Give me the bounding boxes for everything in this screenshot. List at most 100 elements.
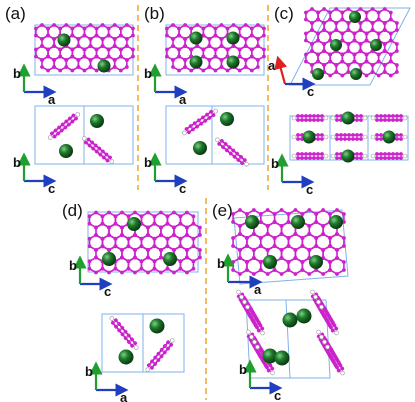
carbon-atom [346,7,351,11]
carbon-atom [258,212,263,216]
carbon-atom [104,152,109,157]
carbon-atom [94,54,99,59]
carbon-atom [100,37,105,41]
carbon-atom [76,58,81,62]
carbon-atom [286,268,291,272]
carbon-atom [191,221,196,226]
carbon-atom [304,31,308,36]
carbon-atom [359,152,363,156]
hydrogen-atom [291,153,297,159]
carbon-atom [370,28,375,32]
carbon-atom [286,260,291,264]
vertical-axis-label: b [13,66,21,81]
carbon-atom [296,133,300,137]
hydrogen-atom [362,134,368,140]
vertical-axis-label: b [239,362,247,377]
carbon-atom [304,118,308,122]
metal-atom [296,308,312,324]
carbon-atom [293,248,298,252]
axis-triad: bc [13,152,57,196]
carbon-atom [152,266,157,271]
carbon-atom [120,270,124,275]
carbon-atom [379,118,383,122]
carbon-atom [300,268,305,272]
carbon-atom [307,208,312,212]
carbon-atom [191,259,196,264]
carbon-atom [316,114,320,118]
carbon-atom [146,210,150,215]
carbon-atom [231,23,236,27]
carbon-atom [195,124,199,129]
molecule-edge-view [330,133,368,141]
carbon-atom [387,118,391,122]
carbon-atom [346,70,351,74]
carbon-atom [118,33,123,38]
carbon-atom [191,244,196,249]
carbon-atom [40,23,44,27]
carbon-atom [320,118,324,122]
carbon-atom [70,68,75,73]
panel-a-side-view [34,105,134,165]
carbon-atom [146,225,150,230]
carbon-atom [375,156,379,160]
metal-atom [291,215,305,229]
carbon-atom [107,225,111,230]
carbon-atom [364,31,369,36]
carbon-atom [225,26,230,31]
ring-bonds [114,256,130,274]
carbon-atom [304,152,308,156]
hydrogen-atom [249,334,254,340]
carbon-atom [262,47,266,52]
carbon-atom [335,248,339,252]
carbon-atom [101,155,106,160]
carbon-atom [120,210,124,215]
carbon-atom [364,38,369,43]
carbon-atom [336,360,341,365]
carbon-atom [321,272,326,276]
carbon-atom [395,118,399,122]
molecule-edge-view [319,304,339,336]
carbon-atom [316,156,320,160]
carbon-atom [376,52,381,57]
carbon-atom [323,315,328,320]
carbon-atom [88,44,93,48]
carbon-atom [286,220,291,224]
carbon-atom [334,70,339,74]
horizontal-axis-label: c [179,181,186,196]
carbon-atom [245,268,249,272]
carbon-atom [314,212,319,216]
carbon-atom [186,130,191,135]
ring-bonds [127,256,143,274]
carbon-atom [87,266,92,271]
carbon-atom [201,115,205,120]
carbon-atom [63,125,68,130]
carbon-atom [304,38,308,43]
carbon-atom [359,118,363,122]
carbon-atom [316,52,320,57]
unit-cell [165,105,265,165]
panel-label: (d) [62,201,83,220]
carbon-atom [339,133,343,137]
carbon-atom [358,7,363,11]
carbon-atom [177,47,181,52]
carbon-atom [346,28,351,32]
carbon-atom [388,52,393,57]
carbon-atom [113,244,118,249]
carbon-atom [201,68,206,73]
carbon-atom [231,260,235,264]
panel-e-side-view [236,289,345,379]
carbon-atom [207,37,212,41]
carbon-atom [300,244,305,248]
carbon-atom [87,236,92,241]
carbon-atom [395,133,399,137]
panel-label: (c) [274,4,294,23]
carbon-atom [88,65,93,69]
carbon-atom [335,137,339,141]
carbon-atom [255,349,260,354]
axis-triad: ba [144,63,188,107]
metal-atom [90,114,104,128]
carbon-atom [329,355,334,360]
metal-atom [282,312,298,328]
carbon-atom [328,212,332,216]
carbon-atom [342,268,346,272]
